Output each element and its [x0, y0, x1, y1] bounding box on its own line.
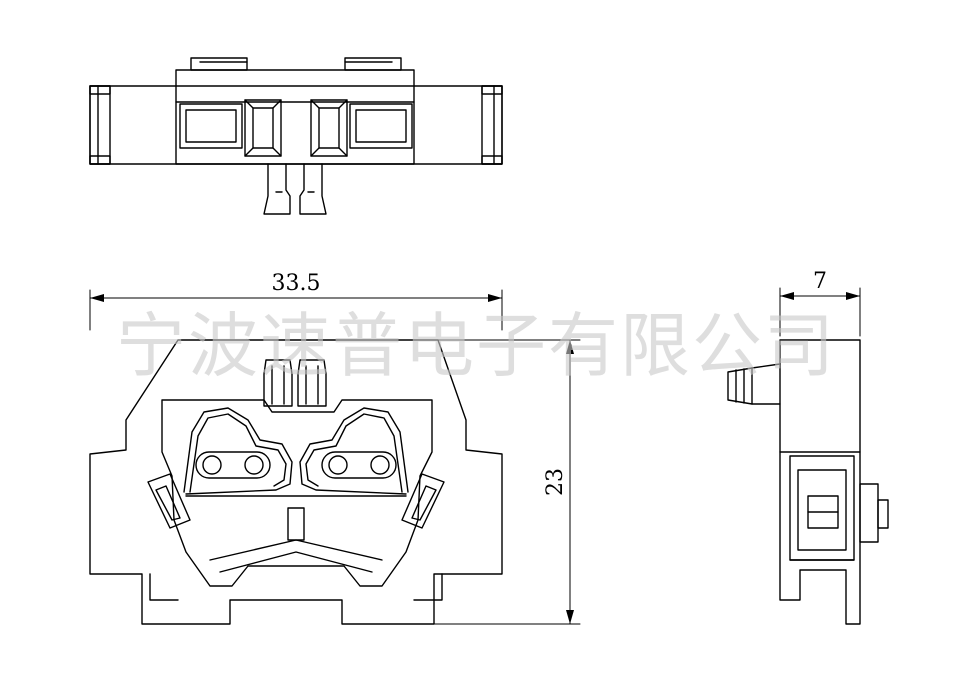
depth-label: 7 — [813, 269, 827, 294]
top-view — [89, 57, 503, 215]
dimension-width: 33.5 — [89, 271, 503, 331]
height-label: 23 — [543, 468, 568, 496]
watermark-text: 宁波速普电子有限公司 — [116, 305, 836, 387]
dimension-height: 23 — [433, 339, 581, 625]
width-label: 33.5 — [272, 271, 321, 296]
side-view — [727, 339, 889, 625]
front-view — [89, 339, 503, 625]
dimension-depth: 7 — [779, 269, 861, 337]
